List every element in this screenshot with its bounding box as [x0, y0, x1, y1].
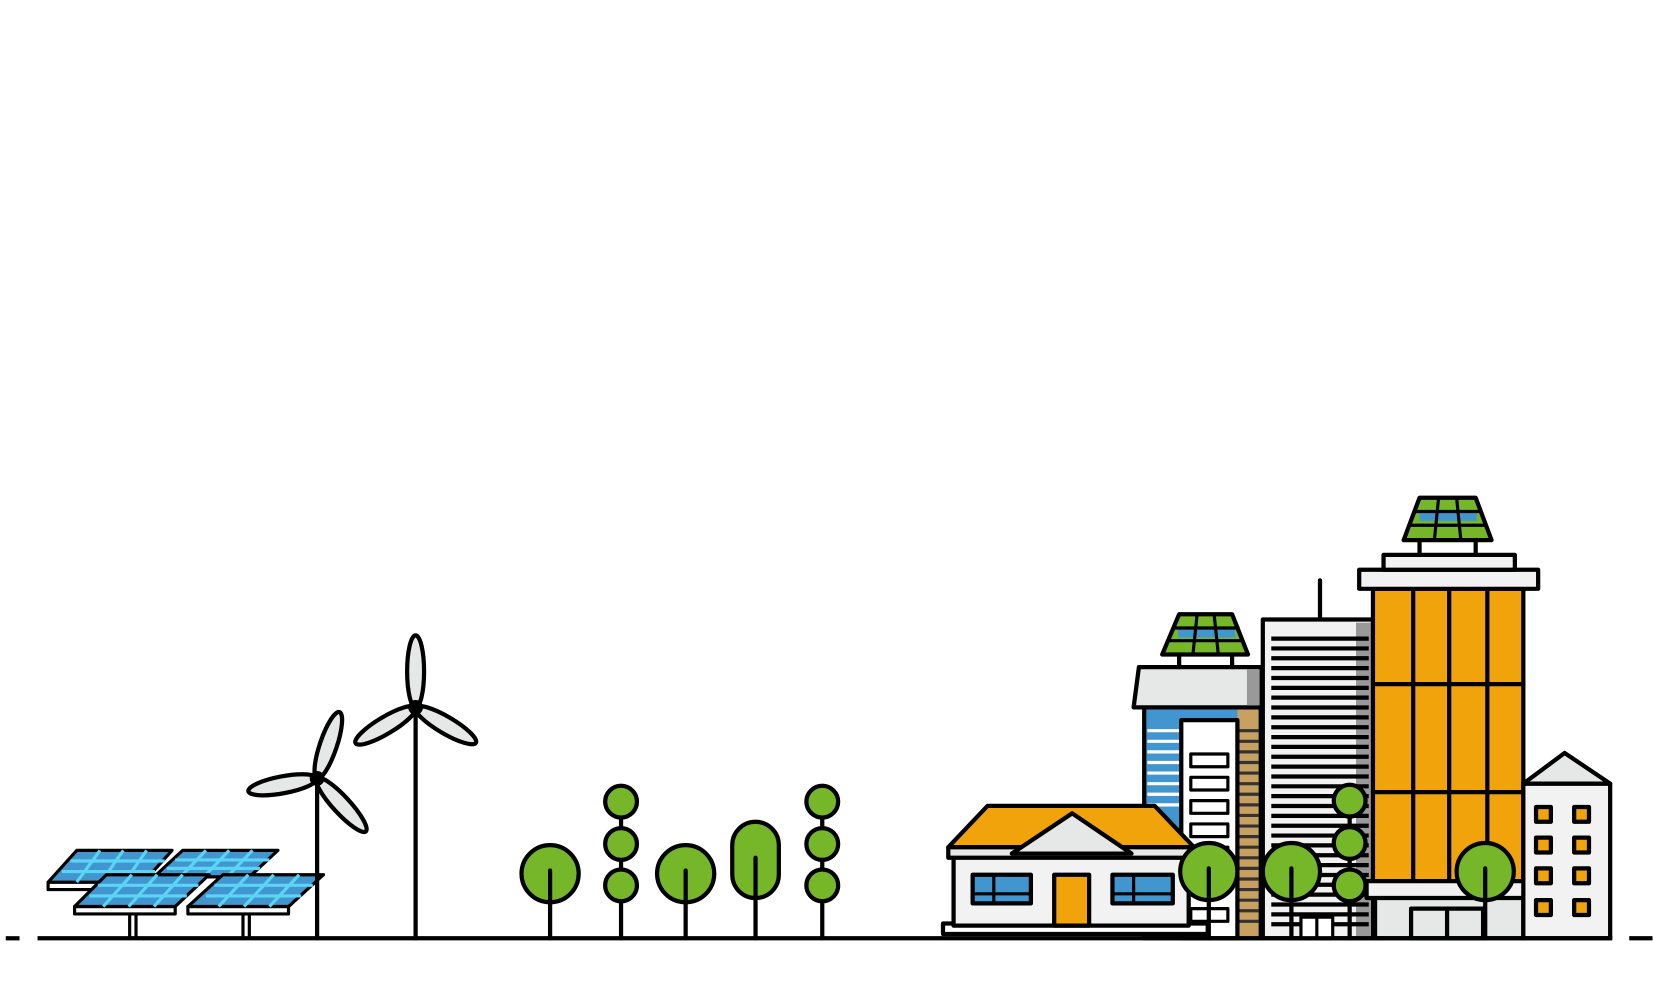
round-tree-icon	[519, 842, 581, 941]
window-icon	[1110, 872, 1175, 906]
round-tree-icon	[1260, 840, 1323, 941]
stacked-tree-icon	[804, 783, 841, 941]
wind-turbine-icon	[246, 709, 369, 941]
round-tree-icon	[1454, 840, 1516, 941]
rooftop-solar-panel-icon	[1160, 612, 1251, 657]
park-trees	[519, 783, 841, 941]
gray-apartment-building	[1521, 750, 1613, 941]
window-icon	[970, 872, 1034, 906]
orange-glass-tower	[1357, 495, 1541, 941]
rooftop-solar-panel-icon	[1401, 495, 1494, 543]
solar-panel-icon	[73, 873, 211, 916]
wind-turbine-icon	[353, 633, 479, 941]
solar-panel-icon	[152, 848, 280, 879]
solar-panel-farm	[46, 848, 326, 939]
house	[940, 803, 1210, 937]
stacked-tree-icon	[603, 783, 640, 941]
round-tree-icon	[654, 842, 717, 941]
door	[1052, 872, 1092, 928]
solar-panel-icon	[186, 873, 326, 916]
stacked-tree-icon	[1331, 782, 1368, 941]
round-tree-icon	[1178, 840, 1240, 941]
city-trees	[1178, 782, 1516, 941]
capsule-tree-icon	[730, 819, 781, 941]
